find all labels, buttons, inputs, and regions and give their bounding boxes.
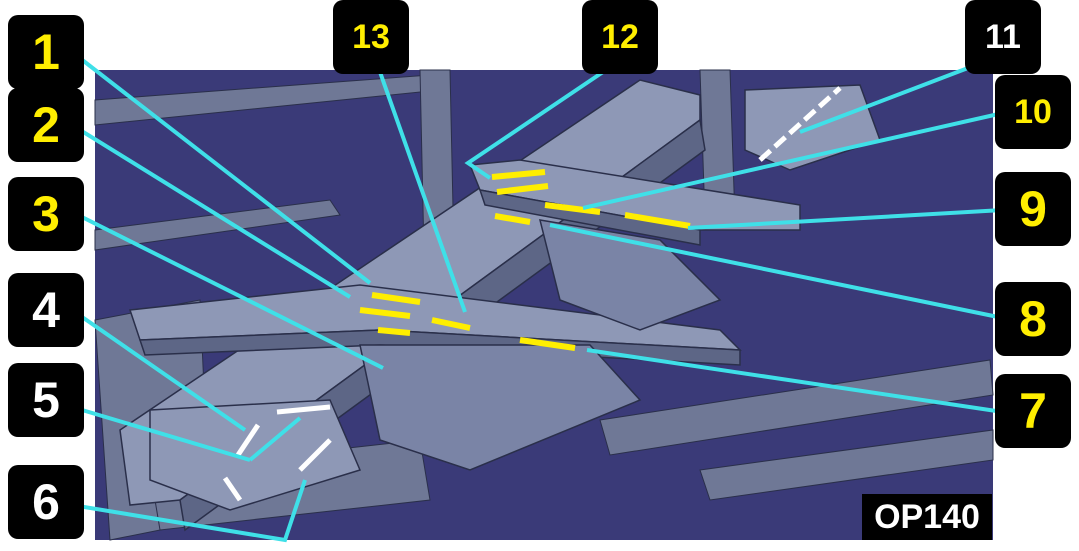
callout-3-text: 3	[32, 186, 60, 242]
weld-seam-2b	[359, 307, 411, 319]
callout-12: 12	[582, 0, 658, 74]
leader-5	[71, 405, 251, 462]
weld-seam-12b	[496, 183, 549, 195]
leader-8	[549, 223, 1004, 320]
leader-6	[71, 479, 307, 543]
callout-4: 4	[8, 273, 84, 347]
operation-label: OP140	[862, 494, 992, 540]
callout-7-text: 7	[1019, 383, 1047, 439]
callout-9-text: 9	[1019, 181, 1047, 237]
weld-seam-9	[624, 212, 691, 229]
callout-6: 6	[8, 465, 84, 539]
callout-2: 2	[8, 88, 84, 162]
callout-2-text: 2	[32, 97, 60, 153]
white-welds	[222, 86, 842, 502]
callout-11: 11	[965, 0, 1041, 74]
callout-8-text: 8	[1019, 291, 1047, 347]
leader-5b	[248, 416, 302, 462]
callout-8: 8	[995, 282, 1071, 356]
leader-2	[70, 123, 352, 299]
leader-11	[799, 66, 969, 134]
callout-13: 13	[333, 0, 409, 74]
callout-5-text: 5	[32, 372, 60, 428]
leader-13	[378, 71, 467, 313]
callout-9: 9	[995, 172, 1071, 246]
weld-seam-5a	[276, 404, 331, 415]
weld-seam-5b	[235, 423, 261, 457]
callout-7: 7	[995, 374, 1071, 448]
weld-seam-13	[431, 317, 471, 331]
leader-10	[582, 111, 1004, 210]
leader-12	[464, 70, 605, 180]
yellow-welds	[359, 169, 691, 351]
callout-11-text: 11	[985, 17, 1021, 56]
leader-4	[70, 308, 247, 432]
leader-9	[687, 208, 1004, 230]
leader-1	[70, 50, 372, 285]
weld-seam-8	[494, 213, 531, 225]
weld-seam-12	[491, 169, 546, 180]
callout-10: 10	[995, 75, 1071, 149]
callout-3: 3	[8, 177, 84, 251]
callout-1: 1	[8, 15, 84, 89]
weld-seam-7	[519, 337, 576, 351]
callout-5: 5	[8, 363, 84, 437]
leader-3	[71, 210, 384, 370]
weld-seam-2	[371, 292, 421, 305]
weld-seam-11	[758, 86, 842, 162]
leader-7	[586, 348, 1004, 414]
weld-seam-10	[544, 202, 601, 215]
callout-10-text: 10	[1014, 92, 1052, 131]
callout-1-text: 1	[32, 24, 60, 80]
callout-4-text: 4	[32, 282, 60, 338]
weld-seam-6	[298, 438, 332, 472]
upper-plate	[538, 219, 722, 331]
callout-12-text: 12	[601, 17, 639, 56]
weld-seam-3	[377, 327, 411, 336]
weld-seam-5c	[222, 476, 243, 502]
leader-lines	[70, 50, 1004, 543]
callout-13-text: 13	[352, 17, 390, 56]
callout-6-text: 6	[32, 474, 60, 530]
